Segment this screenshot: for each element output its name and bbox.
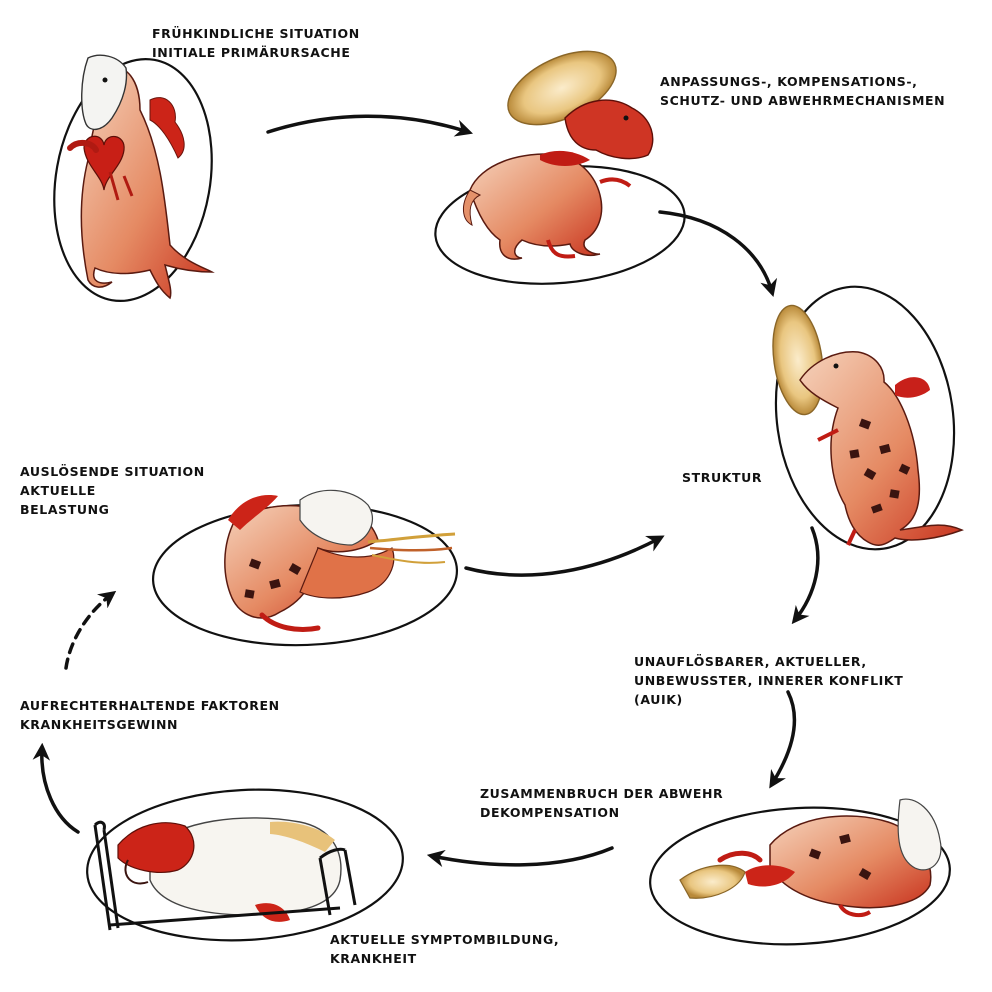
label-conflict-line3: (AUIK) xyxy=(634,692,683,707)
dragon-with-shield-figure xyxy=(434,50,686,285)
label-early-childhood-line2: INITIALE PRIMÄRURSACHE xyxy=(152,45,351,60)
label-breakdown-line1: ZUSAMMENBRUCH DER ABWEHR xyxy=(480,786,724,801)
arrow-1-to-2 xyxy=(266,114,473,137)
label-symptoms-line2: KRANKHEIT xyxy=(330,951,417,966)
label-trigger-line3: BELASTUNG xyxy=(20,502,110,517)
label-early-childhood-line1: FRÜHKINDLICHE SITUATION xyxy=(152,26,360,41)
arrow-bed-to-factors xyxy=(32,742,80,834)
arrow-4-to-3 xyxy=(464,535,665,577)
collapsed-dragon-figure xyxy=(649,798,951,946)
label-early-childhood: FRÜHKINDLICHE SITUATION INITIALE PRIMÄRU… xyxy=(152,24,360,62)
label-mechanisms-line2: SCHUTZ- UND ABWEHRMECHANISMEN xyxy=(660,93,946,108)
label-maintaining-line1: AUFRECHTERHALTENDE FAKTOREN xyxy=(20,698,280,713)
label-maintaining-line2: KRANKHEITSGEWINN xyxy=(20,717,179,732)
label-conflict: UNAUFLÖSBARER, AKTUELLER, UNBEWUSSTER, I… xyxy=(634,652,903,709)
label-symptoms: AKTUELLE SYMPTOMBILDUNG, KRANKHEIT xyxy=(330,930,559,968)
label-maintaining: AUFRECHTERHALTENDE FAKTOREN KRANKHEITSGE… xyxy=(20,696,280,734)
label-mechanisms: ANPASSUNGS-, KOMPENSATIONS-, SCHUTZ- UND… xyxy=(660,72,945,110)
label-structure: STRUKTUR xyxy=(682,468,762,487)
dragon-blowing-fire-figure xyxy=(151,489,459,647)
label-trigger: AUSLÖSENDE SITUATION AKTUELLE BELASTUNG xyxy=(20,462,205,519)
arrow-conflict-to-breakdown xyxy=(769,690,797,789)
arrow-breakdown-to-bed xyxy=(426,846,614,868)
label-breakdown-line2: DEKOMPENSATION xyxy=(480,805,620,820)
label-structure-line1: STRUKTUR xyxy=(682,470,763,485)
label-conflict-line1: UNAUFLÖSBARER, AKTUELLER, xyxy=(634,654,867,669)
label-breakdown: ZUSAMMENBRUCH DER ABWEHR DEKOMPENSATION xyxy=(480,784,723,822)
label-symptoms-line1: AKTUELLE SYMPTOMBILDUNG, xyxy=(330,932,560,947)
label-trigger-line1: AUSLÖSENDE SITUATION xyxy=(20,464,205,479)
dragon-with-mirror-shield-figure xyxy=(772,285,964,551)
dragon-in-bed-figure xyxy=(86,788,404,942)
baby-dragon-with-heart-figure xyxy=(53,54,215,302)
cycle-arrows xyxy=(32,114,820,868)
arrow-3-to-conflict xyxy=(791,526,820,625)
label-trigger-line2: AKTUELLE xyxy=(20,483,96,498)
arrow-factors-to-trigger-dashed xyxy=(64,590,117,670)
arrow-2-to-3 xyxy=(658,210,778,298)
label-conflict-line2: UNBEWUSSTER, INNERER KONFLIKT xyxy=(634,673,904,688)
label-mechanisms-line1: ANPASSUNGS-, KOMPENSATIONS-, xyxy=(660,74,918,89)
